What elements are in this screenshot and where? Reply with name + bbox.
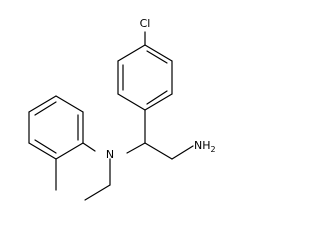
ethyl-ch3-bond — [84, 184, 111, 201]
ring-a-double-2 — [146, 90, 168, 105]
ring-b-bond-1 — [55, 142, 84, 160]
backbone — [126, 109, 194, 160]
ring-b-bond-2 — [28, 142, 57, 160]
molecule-structure: Cl N NH2 — [28, 17, 216, 201]
ring-a-bond-4 — [117, 93, 146, 111]
amine-subscript: 2 — [211, 145, 216, 154]
ch2-nh2-bond — [171, 145, 194, 160]
ring-a-bond-6 — [117, 44, 146, 62]
ring-a-bond-1 — [144, 44, 173, 62]
ring-a-bond-3 — [144, 93, 173, 111]
ring-b-double-2 — [34, 101, 57, 116]
ch-ch2-bond — [144, 142, 173, 160]
ring-b-double-1 — [34, 139, 57, 154]
tolyl-ring — [28, 95, 84, 191]
nitrogen-label: N — [106, 148, 114, 161]
ring-b-bond-4 — [28, 95, 57, 113]
ring-a-double-1 — [146, 50, 168, 64]
chlorophenyl-ring — [117, 31, 173, 111]
n-aryl-bond — [82, 142, 96, 152]
chlorine-label: Cl — [140, 17, 151, 30]
n-substituents — [82, 142, 111, 201]
ring-b-bond-5 — [55, 95, 84, 113]
ch-n-bond — [126, 142, 146, 154]
amine-label: NH2 — [194, 139, 216, 154]
amine-nh: NH — [194, 139, 211, 152]
